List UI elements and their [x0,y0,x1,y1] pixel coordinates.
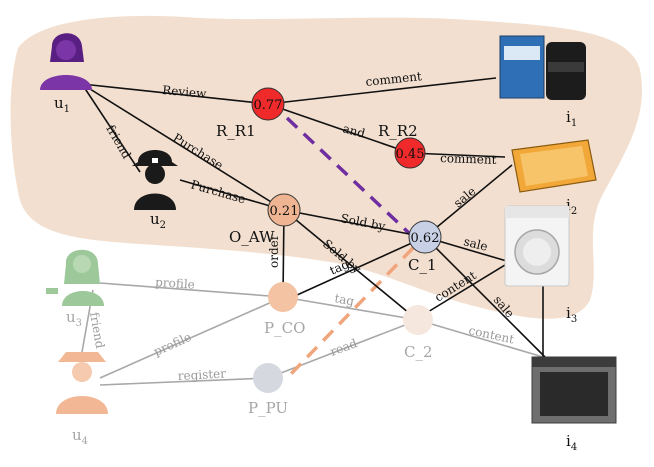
node-c-2: C_2 [403,305,433,361]
label-o-aw: O_AW [229,228,275,246]
edge-label-comment-2: comment [440,151,497,167]
edge-label-tag-2: tag [333,291,355,308]
label-i2: i2 [566,196,577,217]
edge-label-read: read [328,336,359,359]
edge-label-friend-faded: friend [87,311,107,350]
detective-icon [56,352,108,414]
washing-machine-product-icon [504,205,570,287]
node-r-r1: 0.77 R_R1 [216,87,285,140]
edge-profile-u3 [99,282,284,298]
edge-label-profile-1: profile [155,275,195,292]
node-r-r2: 0.45 R_R2 [378,122,426,169]
label-u3: u3 [66,308,82,329]
edge-read [267,319,419,379]
node-p-co: P_CO [264,282,305,337]
edge-sale-3 [424,236,546,358]
edge-content-1 [417,261,511,319]
label-p-co: P_CO [264,319,305,337]
edge-comment-1 [267,77,497,105]
label-u1: u1 [54,94,70,115]
label-c-1: C_1 [408,256,437,274]
label-r-r2: R_R2 [378,122,418,140]
node-p-pu: P_PU [248,363,288,417]
edge-label-profile-2: profile [152,330,194,359]
label-i3: i3 [566,304,577,325]
score-r-r2: 0.45 [396,147,425,162]
edge-label-and: and [341,121,367,140]
edge-purchase-1 [81,83,285,211]
label-r-r1: R_R1 [216,122,256,140]
edge-label-review: Review [162,83,208,101]
score-r-r1: 0.77 [254,98,283,113]
judge-icon [46,249,104,306]
oven-product-icon [531,356,617,424]
edge-label-order: order [267,234,281,268]
edge-label-comment-1: comment [365,69,423,89]
faded-edges [81,282,544,386]
edge-label-content-2: content [467,323,515,346]
edge-review [81,83,269,105]
edge-purchase-2 [179,179,285,211]
edge-sale-1 [424,164,513,238]
edge-comment-2 [409,152,506,158]
edge-profile-u4 [99,296,284,379]
label-u4: u4 [72,426,88,447]
label-u2: u2 [150,210,166,231]
edge-label-sale-2: sale [462,234,489,253]
edge-tag-1 [285,236,426,301]
edge-register [99,377,269,386]
user-female-icon [40,33,92,90]
edge-dashed-rr1-c1 [285,116,412,236]
firefighter-icon [132,150,178,210]
edge-content-c2 [417,319,544,358]
edge-and [267,103,411,154]
edge-dashed-c1-ppu [285,246,415,380]
oil-filter-product-icon [499,35,586,100]
edge-sold-by-1 [283,209,426,238]
edge-sold-by-2 [283,209,416,319]
label-i4: i4 [566,432,577,453]
active-edges [81,77,546,358]
edge-label-register: register [177,366,226,383]
node-c-1: 0.62 C_1 [408,220,442,274]
node-o-aw: 0.21 O_AW [229,193,301,246]
label-i1: i1 [566,108,577,129]
label-c-2: C_2 [404,343,433,361]
air-filter-product-icon [511,139,597,193]
score-o-aw: 0.21 [270,204,299,219]
edge-tag-pco [282,296,419,321]
highlight-region [10,15,642,319]
score-c-1: 0.62 [411,231,440,246]
label-p-pu: P_PU [248,399,288,417]
edge-friend-u1-u2 [81,83,141,173]
